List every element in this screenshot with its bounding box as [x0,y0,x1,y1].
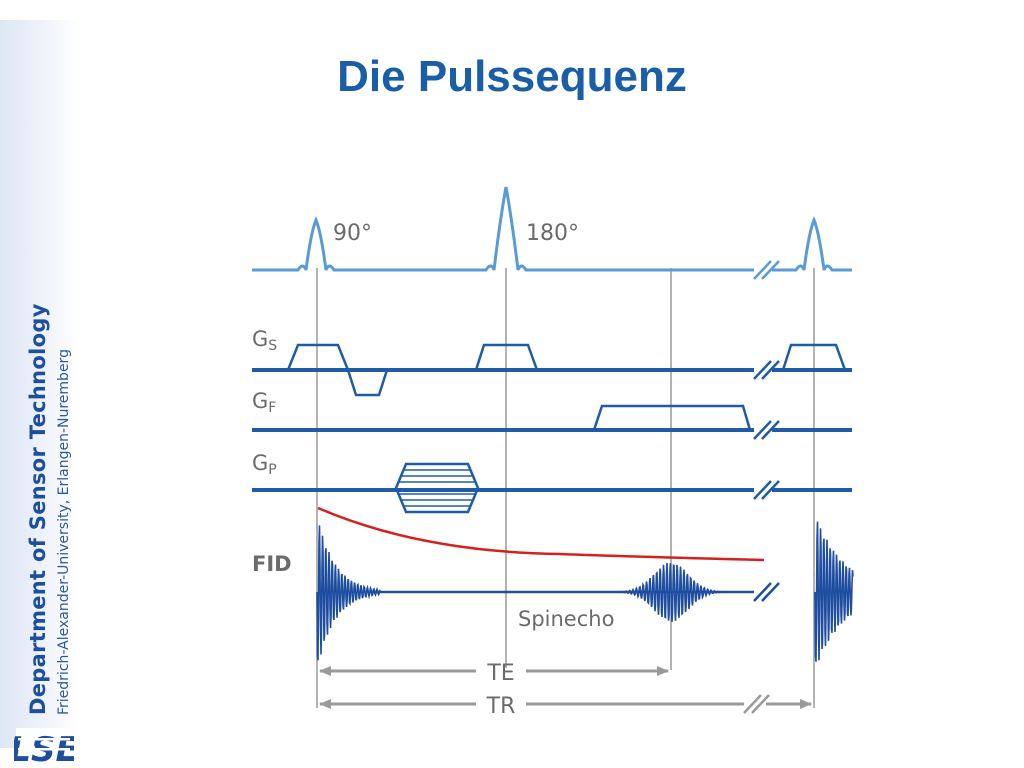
gs-row [252,343,852,397]
lse-logo: LSE [14,728,74,766]
label-gf: GF [252,389,276,416]
gf-break-mark [753,420,780,440]
gf-row [252,404,852,440]
fid-signal-wave-next [814,521,854,662]
slide-title: Die Pulssequenz [337,52,687,101]
label-te: TE [486,661,514,686]
gp-phase-steps [399,469,475,507]
label-fid: FID [252,552,292,576]
gs-next-lobe [781,343,847,371]
fid-signal-wave [316,525,381,661]
label-gp: GP [252,451,277,478]
rf-break-mark [753,260,780,280]
label-tr: TR [486,694,516,719]
fid-break-mark [753,582,780,602]
rf-baseline [252,186,754,272]
label-180-degree: 180° [526,221,579,246]
gs-slice-select-lobe [286,343,389,397]
label-gs: GS [252,327,277,354]
spin-echo-wave [610,562,733,622]
rf-baseline-end [772,216,852,272]
tr-interval-arrow [319,694,812,714]
rf-pulse-row [252,186,852,280]
sidebar-band: Department of Sensor Technology Friedric… [0,20,78,766]
label-90-degree: 90° [333,221,372,246]
gp-row [252,462,852,514]
gf-readout-lobe [592,404,752,431]
gp-break-mark [753,480,780,500]
label-spinecho: Spinecho [518,607,614,631]
gp-phase-encode-table [394,462,480,514]
gs-break-mark [753,360,780,380]
t2-decay-curve [317,506,765,562]
gs-refocus-lobe [474,343,539,371]
